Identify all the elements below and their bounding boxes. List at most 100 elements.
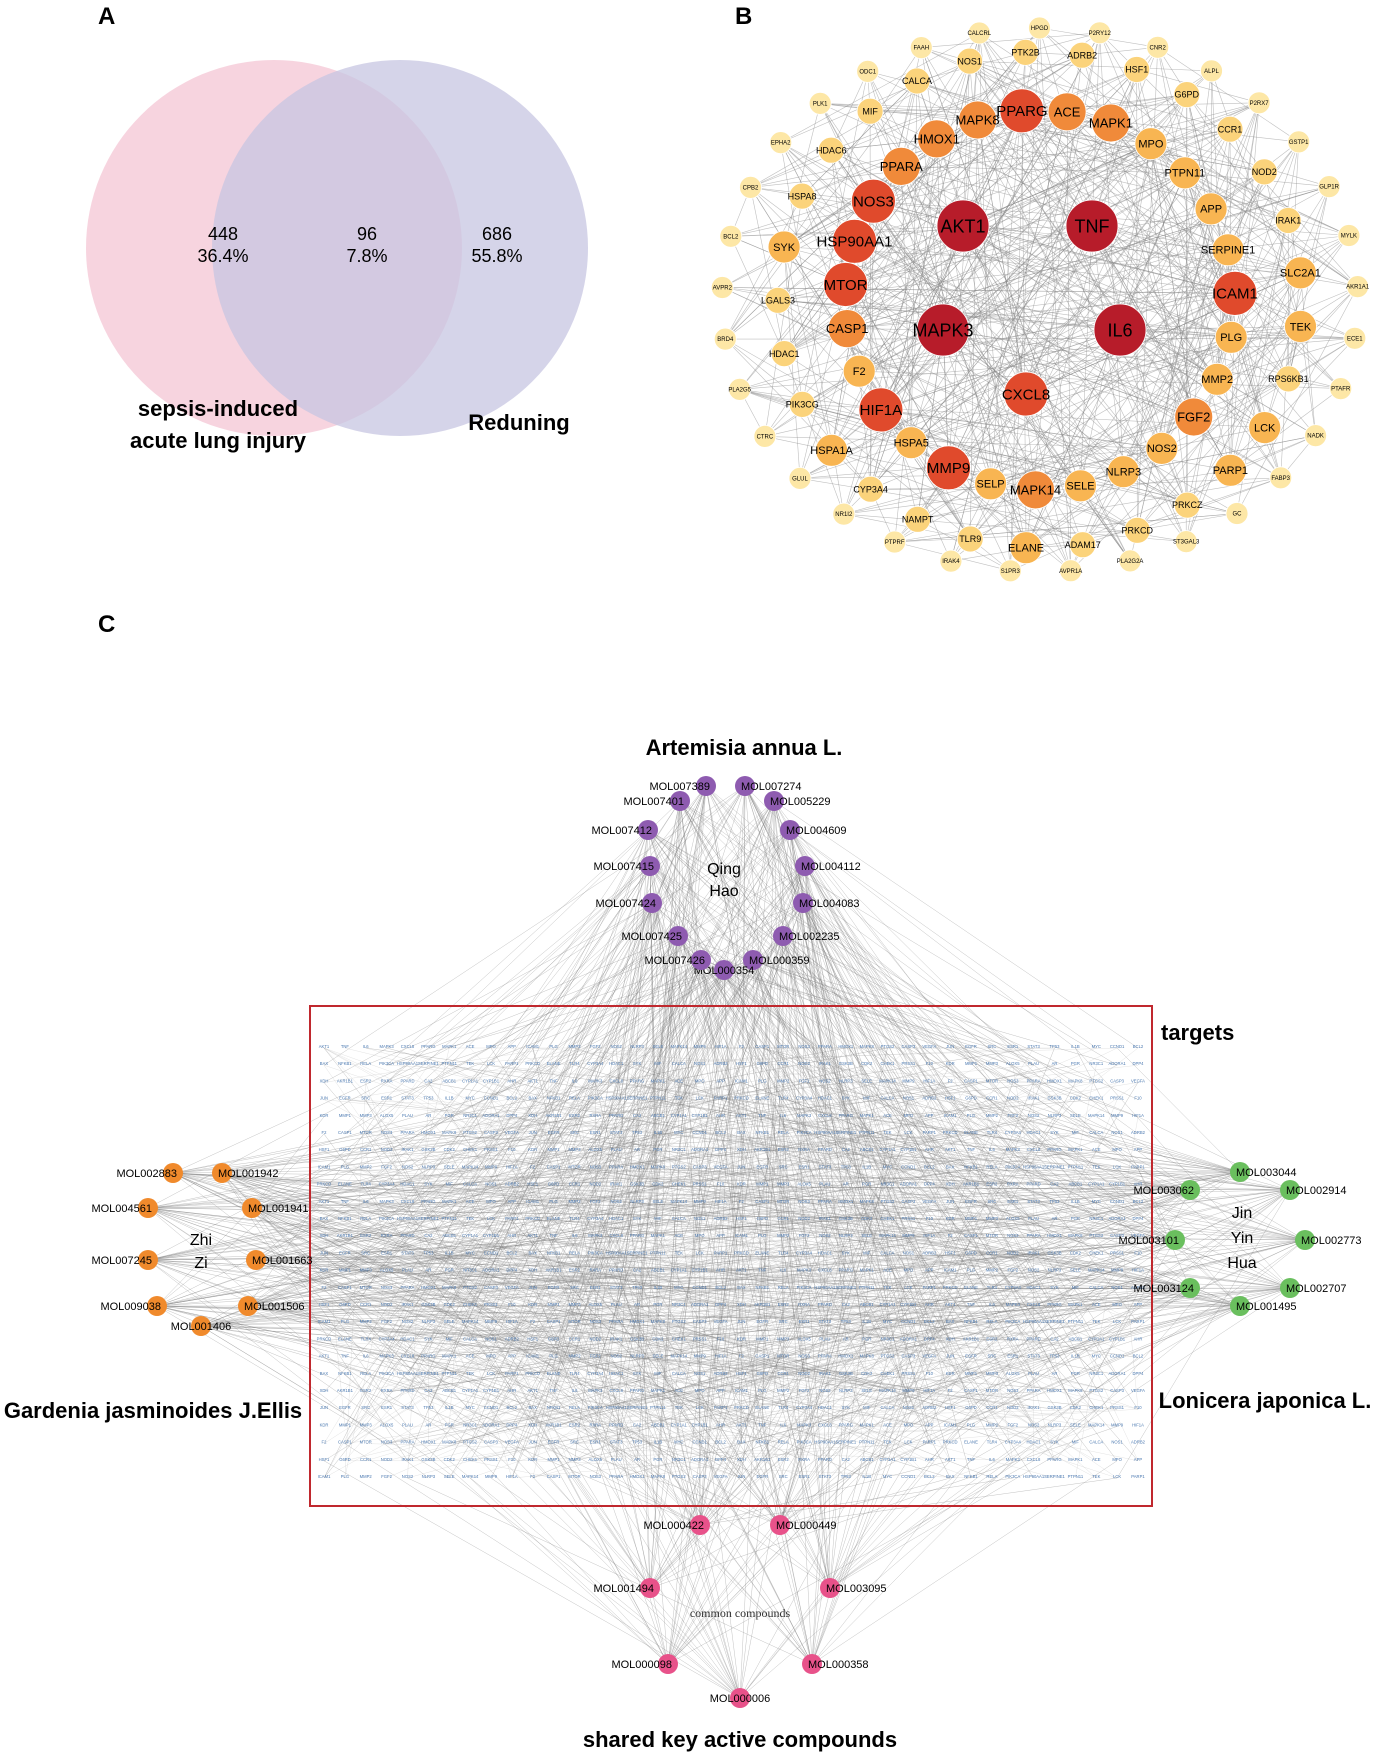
- ppi-node-bcl2[interactable]: BCL2: [719, 224, 743, 248]
- ppi-node-calca[interactable]: CALCA: [902, 67, 932, 95]
- compound-node-mol007401[interactable]: MOL007401: [623, 791, 690, 811]
- ppi-node-adrb2[interactable]: ADRB2: [1067, 41, 1097, 69]
- compound-node-mol003044[interactable]: MOL003044: [1230, 1162, 1297, 1182]
- ppi-node-nos2[interactable]: NOS2: [1145, 431, 1179, 465]
- ppi-node-serpine1[interactable]: SERPINE1: [1201, 233, 1255, 267]
- ppi-node-s1pr3[interactable]: S1PR3: [998, 559, 1022, 583]
- ppi-node-app[interactable]: APP: [1194, 192, 1228, 226]
- ppi-node-mmp2[interactable]: MMP2: [1200, 362, 1234, 396]
- compound-node-mol002883[interactable]: MOL002883: [116, 1163, 183, 1183]
- ppi-node-selp[interactable]: SELP: [974, 467, 1007, 501]
- ppi-node-elane[interactable]: ELANE: [1008, 531, 1044, 565]
- ppi-node-nlrp3[interactable]: NLRP3: [1106, 455, 1141, 489]
- compound-node-mol000098[interactable]: MOL000098: [611, 1654, 678, 1674]
- compound-node-mol007412[interactable]: MOL007412: [591, 820, 658, 840]
- ppi-node-ptk2b[interactable]: PTK2B: [1011, 39, 1040, 66]
- ppi-node-akt1[interactable]: AKT1: [936, 199, 990, 253]
- ppi-node-faah[interactable]: FAAH: [909, 36, 933, 59]
- ppi-node-nos1[interactable]: NOS1: [956, 47, 983, 75]
- ppi-node-nadk[interactable]: NADK: [1304, 424, 1327, 448]
- ppi-node-hsf1[interactable]: HSF1: [1123, 56, 1151, 83]
- ppi-node-calcrl[interactable]: CALCRL: [967, 21, 992, 45]
- compound-node-mol004609[interactable]: MOL004609: [780, 820, 847, 840]
- ppi-node-nod2[interactable]: NOD2: [1250, 158, 1278, 186]
- ppi-node-pla2g2a[interactable]: PLA2G2A: [1117, 549, 1144, 573]
- ppi-node-ccr1[interactable]: CCR1: [1216, 115, 1244, 143]
- ppi-node-hspa5[interactable]: HSPA5: [894, 426, 929, 460]
- compound-node-mol002914[interactable]: MOL002914: [1280, 1180, 1347, 1200]
- ppi-node-hdac6[interactable]: HDAC6: [816, 136, 847, 164]
- ppi-node-cpb2[interactable]: CPB2: [739, 175, 762, 199]
- ppi-node-ptpn11[interactable]: PTPN11: [1165, 156, 1206, 190]
- ppi-node-gstp1[interactable]: GSTP1: [1287, 130, 1311, 154]
- ppi-node-glul[interactable]: GLUL: [788, 466, 812, 490]
- ppi-node-nos3[interactable]: NOS3: [851, 178, 896, 224]
- ppi-node-glp1r[interactable]: GLP1R: [1317, 175, 1341, 199]
- ppi-node-cnr2[interactable]: CNR2: [1146, 35, 1170, 59]
- ppi-node-ptprf[interactable]: PTPRF: [883, 530, 907, 554]
- ppi-node-prkcd[interactable]: PRKCD: [1122, 516, 1154, 544]
- compound-node-mol009038[interactable]: MOL009038: [100, 1296, 167, 1316]
- ppi-node-mylk[interactable]: MYLK: [1337, 224, 1361, 247]
- ppi-node-plg[interactable]: PLG: [1214, 320, 1248, 354]
- ppi-node-p2ry12[interactable]: P2RY12: [1088, 21, 1112, 45]
- compound-node-mol000422[interactable]: MOL000422: [643, 1515, 710, 1535]
- ppi-node-lgals3[interactable]: LGALS3: [761, 286, 795, 314]
- ppi-node-mapk3[interactable]: MAPK3: [912, 303, 974, 357]
- ppi-node-g6pd[interactable]: G6PD: [1173, 81, 1201, 108]
- ppi-node-st3gal3[interactable]: ST3GAL3: [1173, 530, 1200, 553]
- ppi-node-sele[interactable]: SELE: [1064, 469, 1097, 503]
- ppi-node-pla2g5[interactable]: PLA2G5: [728, 377, 752, 401]
- ppi-node-p2rx7[interactable]: P2RX7: [1247, 91, 1271, 115]
- compound-node-mol001494[interactable]: MOL001494: [593, 1578, 660, 1598]
- ppi-node-hdac1[interactable]: HDAC1: [769, 340, 800, 368]
- ppi-node-hspa8[interactable]: HSPA8: [788, 182, 817, 210]
- ppi-node-adam17[interactable]: ADAM17: [1065, 531, 1101, 559]
- compound-node-mol004561[interactable]: MOL004561: [91, 1198, 158, 1218]
- ppi-node-pparg[interactable]: PPARG: [996, 88, 1048, 134]
- ppi-node-hspa1a[interactable]: HSPA1A: [810, 433, 854, 467]
- ppi-node-cxcl8[interactable]: CXCL8: [1002, 371, 1050, 417]
- compound-node-mol000358[interactable]: MOL000358: [802, 1654, 869, 1674]
- ppi-node-il6[interactable]: IL6: [1093, 303, 1147, 357]
- ppi-node-pik3cg[interactable]: PIK3CG: [786, 390, 819, 418]
- ppi-node-syk[interactable]: SYK: [767, 230, 801, 264]
- ppi-node-fgf2[interactable]: FGF2: [1174, 397, 1214, 437]
- compound-node-mol002773[interactable]: MOL002773: [1295, 1230, 1362, 1250]
- ppi-node-tek[interactable]: TEK: [1284, 310, 1317, 343]
- ppi-node-mapk8[interactable]: MAPK8: [956, 100, 1000, 140]
- ppi-node-irak1[interactable]: IRAK1: [1274, 207, 1302, 234]
- ppi-node-akr1a1[interactable]: AKR1A1: [1346, 275, 1370, 299]
- compound-node-mol000006[interactable]: MOL000006: [710, 1688, 771, 1708]
- ppi-node-plk1[interactable]: PLK1: [808, 92, 832, 115]
- ppi-node-nampt[interactable]: NAMPT: [902, 505, 934, 533]
- ppi-node-hmox1[interactable]: HMOX1: [914, 119, 960, 159]
- ppi-node-brd4[interactable]: BRD4: [713, 327, 737, 351]
- ppi-node-mpo[interactable]: MPO: [1134, 127, 1168, 161]
- ppi-node-ppara[interactable]: PPARA: [880, 146, 923, 186]
- ppi-node-epha2[interactable]: EPHA2: [769, 131, 793, 155]
- ppi-node-ptafr[interactable]: PTAFR: [1329, 377, 1353, 401]
- compound-node-mol007245[interactable]: MOL007245: [91, 1250, 158, 1270]
- ppi-node-avpr1a[interactable]: AVPR1A: [1059, 559, 1082, 583]
- ppi-node-ece1[interactable]: ECE1: [1343, 326, 1367, 350]
- ppi-node-hsp90aa1[interactable]: HSP90AA1: [817, 218, 893, 264]
- compound-node-mol002707[interactable]: MOL002707: [1280, 1278, 1347, 1298]
- ppi-node-prkcz[interactable]: PRKCZ: [1172, 491, 1203, 519]
- ppi-node-hif1a[interactable]: HIF1A: [858, 387, 904, 433]
- ppi-node-tnf[interactable]: TNF: [1065, 199, 1119, 253]
- ppi-node-nr1i2[interactable]: NR1I2: [832, 502, 856, 526]
- ppi-node-irak4[interactable]: IRAK4: [939, 549, 963, 573]
- ppi-node-fabp3[interactable]: FABP3: [1269, 466, 1293, 490]
- ppi-node-rps6kb1[interactable]: RPS6KB1: [1268, 365, 1309, 393]
- ppi-node-lck[interactable]: LCK: [1248, 411, 1282, 445]
- compound-node-mol000449[interactable]: MOL000449: [770, 1515, 837, 1535]
- ppi-node-cyp3a4[interactable]: CYP3A4: [853, 475, 888, 503]
- ppi-node-f2[interactable]: F2: [842, 354, 876, 388]
- ppi-node-mtor[interactable]: MTOR: [823, 262, 868, 307]
- ppi-node-slc2a1[interactable]: SLC2A1: [1280, 256, 1321, 290]
- ppi-node-hpgd[interactable]: HPGD: [1028, 16, 1051, 40]
- ppi-node-odc1[interactable]: ODC1: [856, 60, 880, 83]
- ppi-node-alpl[interactable]: ALPL: [1200, 59, 1223, 83]
- ppi-node-tlr9[interactable]: TLR9: [956, 525, 984, 553]
